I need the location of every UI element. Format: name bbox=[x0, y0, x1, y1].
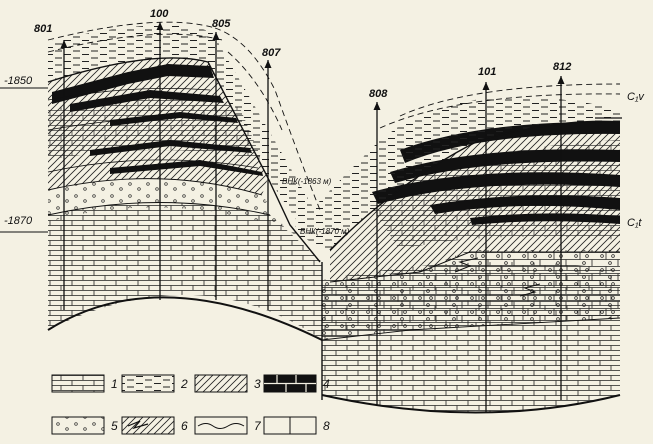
facies-change-mark bbox=[454, 257, 479, 273]
legend-item-3: 3 bbox=[194, 374, 261, 393]
legend-item-7: 7 bbox=[194, 416, 262, 435]
svg-text:6: 6 bbox=[181, 419, 188, 433]
well-label-805: 805 bbox=[212, 18, 231, 30]
right-oil-band-1 bbox=[400, 121, 620, 163]
well-label-101: 101 bbox=[478, 66, 496, 78]
legend-item-6: 6 bbox=[121, 416, 188, 435]
legend-swatch-hatched bbox=[194, 374, 248, 393]
depth-label-bottom: -1870 bbox=[4, 215, 33, 227]
left-oil-band-5 bbox=[110, 160, 263, 176]
svg-text:7: 7 bbox=[254, 419, 262, 433]
svg-text:4: 4 bbox=[323, 377, 330, 391]
wells bbox=[60, 22, 565, 412]
left-oil-band-4 bbox=[90, 140, 252, 156]
well-arrow-808 bbox=[373, 102, 381, 110]
well-label-812: 812 bbox=[553, 61, 571, 73]
legend-item-4: 4 bbox=[263, 374, 330, 393]
left-section bbox=[47, 25, 325, 341]
right-section bbox=[290, 97, 621, 414]
right-clay-cap bbox=[290, 97, 620, 251]
svg-text:5: 5 bbox=[111, 419, 118, 433]
svg-text:8: 8 bbox=[323, 419, 330, 433]
left-oil-band-2 bbox=[70, 90, 224, 112]
legend-item-1: 1 bbox=[51, 374, 118, 393]
legend-item-5: 5 bbox=[51, 416, 118, 435]
left-oil-band-1 bbox=[52, 64, 214, 104]
contact-label-upper: ВНК(-1863 м) bbox=[282, 177, 332, 186]
left-base-line bbox=[47, 296, 323, 341]
legend-swatch-boundary bbox=[194, 416, 248, 435]
overburden-lines bbox=[47, 21, 621, 211]
legend-swatch-oolitic bbox=[51, 416, 105, 435]
svg-text:3: 3 bbox=[254, 377, 261, 391]
contact-label-lower: ВНК(-1870 м) bbox=[300, 227, 350, 236]
right-oil-band-2 bbox=[390, 149, 620, 183]
strat-label-c1t: C₁t bbox=[627, 217, 642, 229]
well-label-801: 801 bbox=[34, 23, 52, 35]
right-base-line bbox=[321, 394, 621, 414]
well-arrow-812 bbox=[557, 76, 565, 84]
well-arrow-100 bbox=[156, 22, 164, 30]
legend: 1 2 3 4 5 6 7 bbox=[51, 374, 330, 435]
well-label-808: 808 bbox=[369, 88, 388, 100]
right-oil-band-3 bbox=[372, 172, 620, 204]
left-clay-cap bbox=[48, 25, 325, 240]
right-inner-limestone bbox=[370, 140, 620, 250]
left-oolitic-zone bbox=[48, 178, 285, 228]
strat-label-c1v: C₁v bbox=[627, 91, 645, 103]
legend-swatch-clay bbox=[121, 374, 175, 393]
svg-text:2: 2 bbox=[180, 377, 188, 391]
well-label-807: 807 bbox=[262, 47, 281, 59]
left-limestone-body bbox=[48, 202, 322, 340]
well-label-100: 100 bbox=[150, 8, 169, 20]
legend-item-8: 8 bbox=[263, 416, 330, 435]
right-oil-band-4 bbox=[430, 195, 620, 214]
legend-swatch-limestone bbox=[51, 374, 105, 393]
legend-item-2: 2 bbox=[121, 374, 188, 393]
right-oil-band-5 bbox=[470, 213, 620, 225]
right-oolitic-zone bbox=[322, 250, 620, 340]
svg-text:1: 1 bbox=[111, 377, 118, 391]
well-arrow-807 bbox=[264, 60, 272, 68]
left-oil-band-3 bbox=[110, 112, 238, 126]
well-arrow-101 bbox=[482, 82, 490, 90]
well-arrow-805 bbox=[212, 32, 220, 40]
depth-label-top: -1850 bbox=[4, 75, 33, 87]
legend-swatch-mixed bbox=[121, 416, 175, 435]
well-arrow-801 bbox=[60, 40, 68, 48]
